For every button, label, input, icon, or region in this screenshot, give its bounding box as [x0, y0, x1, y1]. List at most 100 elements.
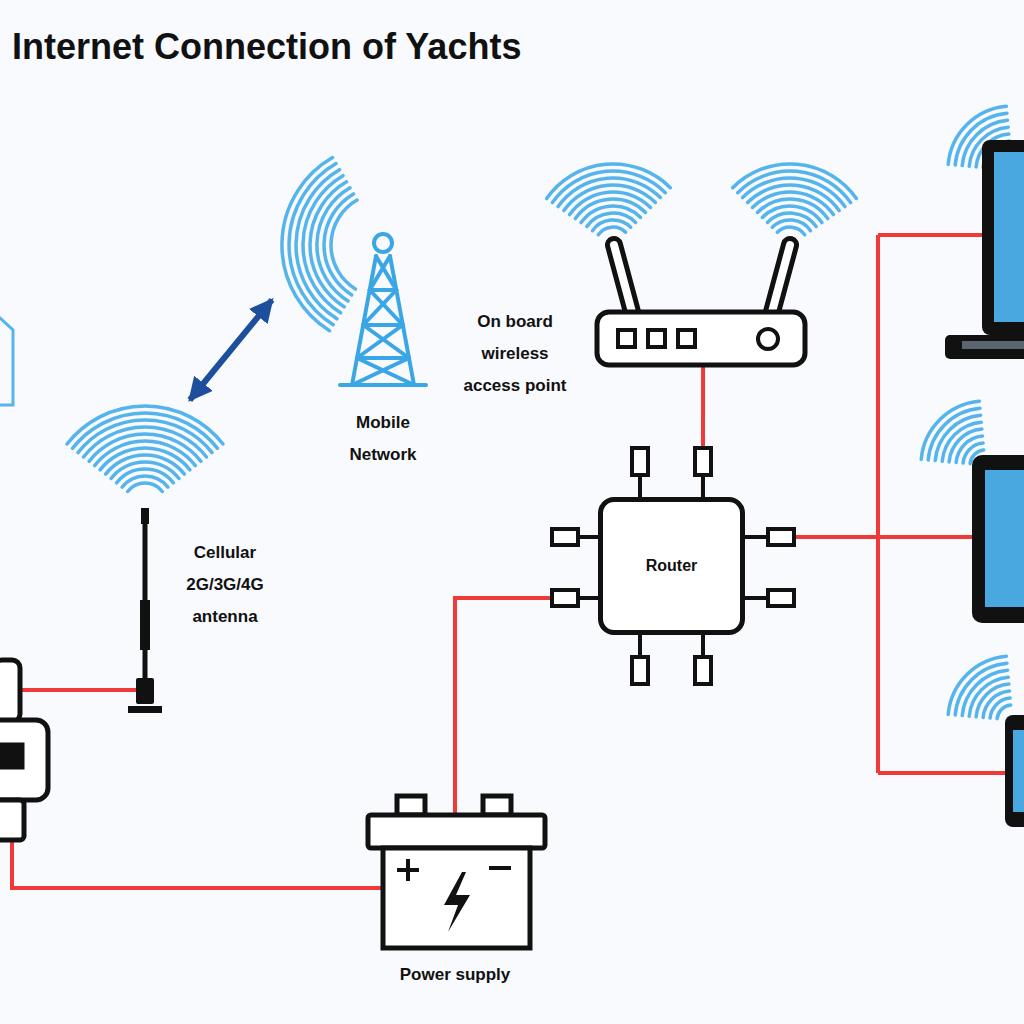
radio-waves	[289, 164, 336, 325]
radio-waves	[106, 455, 185, 474]
house-icon	[0, 318, 13, 405]
radio-waves	[767, 213, 816, 227]
router-pins	[745, 596, 768, 600]
radio-waves	[942, 422, 981, 461]
battery-icon	[444, 872, 470, 932]
modem-icon	[0, 720, 48, 800]
laptop-icon	[945, 335, 1024, 359]
modem-icon	[2, 745, 22, 767]
access-point-icon	[614, 245, 632, 312]
access-point-icon	[597, 312, 805, 365]
antenna-icon	[128, 706, 162, 713]
phone-icon	[1005, 715, 1024, 827]
tower-node: Mobile Network	[272, 170, 425, 390]
tower-icon	[370, 290, 403, 325]
router-pins	[768, 590, 794, 606]
tower-icon	[340, 383, 426, 387]
antenna-icon	[143, 524, 148, 600]
cable-wire	[12, 840, 383, 888]
access-point-icon	[678, 330, 695, 347]
tablet-icon	[985, 470, 1024, 607]
cable-wire	[12, 235, 1005, 888]
battery-icon	[383, 848, 530, 948]
tower-icon	[357, 356, 409, 360]
tablet-icon	[972, 455, 1024, 623]
battery-icon	[368, 815, 545, 848]
router-pins	[638, 635, 642, 657]
node-label: On board wireless access point	[455, 306, 575, 402]
tower-icon	[340, 234, 426, 385]
radio-waves	[282, 158, 333, 331]
node-label: Cellular 2G/3G/4G antenna	[175, 537, 275, 633]
signal-arrow	[190, 300, 272, 400]
cable-wire	[876, 235, 880, 773]
diagram-title: Internet Connection of Yachts	[12, 26, 521, 68]
radio-waves	[969, 677, 1008, 716]
router-pins	[695, 657, 711, 684]
radio-waves	[575, 199, 645, 219]
radio-waves	[598, 227, 625, 235]
node-label: Power supply	[355, 959, 555, 991]
access-point-icon	[597, 245, 805, 365]
radio-waves	[948, 656, 1006, 714]
radio-waves	[733, 164, 857, 199]
antenna-icon	[140, 600, 150, 650]
antenna-icon	[136, 678, 154, 704]
router-pins	[638, 475, 642, 497]
radio-waves	[111, 462, 179, 479]
tower-icon	[370, 256, 390, 290]
cable-wire	[22, 688, 137, 692]
node-label: Router	[646, 556, 698, 576]
radio-waves	[962, 670, 1007, 715]
laptop-icon	[962, 341, 1024, 349]
radio-waves	[990, 698, 1010, 718]
cable-line	[455, 598, 598, 815]
router-pins	[552, 448, 794, 684]
modem-icon	[0, 800, 24, 840]
cable-wire	[878, 233, 982, 237]
router-pins	[632, 448, 648, 475]
battery-icon	[368, 796, 545, 948]
router-pins	[632, 657, 648, 684]
battery-icon	[489, 866, 511, 870]
tower-icon	[363, 323, 403, 327]
radio-waves	[587, 213, 636, 227]
tower-icon	[352, 358, 409, 385]
radio-waves	[117, 469, 174, 483]
radio-waves	[128, 483, 163, 491]
radio-waves	[772, 220, 810, 231]
cable-wire	[878, 771, 1005, 775]
battery-icon	[397, 796, 425, 815]
house-icon	[0, 318, 13, 405]
tower-icon	[374, 234, 392, 252]
router-pins	[578, 535, 598, 539]
radio-waves	[928, 408, 980, 460]
access-point-icon	[772, 245, 790, 312]
antenna-icon	[141, 508, 149, 524]
router-pins	[701, 475, 705, 497]
access-point-icon	[648, 330, 665, 347]
laptop-icon	[945, 140, 1024, 359]
tower-icon	[363, 290, 396, 325]
node-label: Mobile Network	[333, 407, 433, 471]
radio-waves	[955, 663, 1007, 715]
tower-icon	[357, 358, 414, 385]
modem-icon	[0, 660, 48, 840]
battery-node: Power supply	[368, 815, 545, 948]
radio-waves	[762, 206, 822, 223]
access-point-node: On board wireless access point	[597, 312, 805, 367]
antenna-icon	[143, 650, 148, 678]
modem-icon	[0, 660, 20, 722]
radio-waves	[67, 106, 1011, 719]
laptop-icon	[994, 152, 1024, 322]
cable-wire	[794, 535, 975, 539]
radio-waves	[777, 227, 804, 235]
phone-icon	[1013, 730, 1024, 812]
battery-icon	[406, 859, 410, 881]
phone-icon	[1005, 715, 1024, 827]
router-pins	[768, 529, 794, 545]
tower-icon	[363, 325, 409, 358]
router-box: Router	[598, 497, 745, 635]
